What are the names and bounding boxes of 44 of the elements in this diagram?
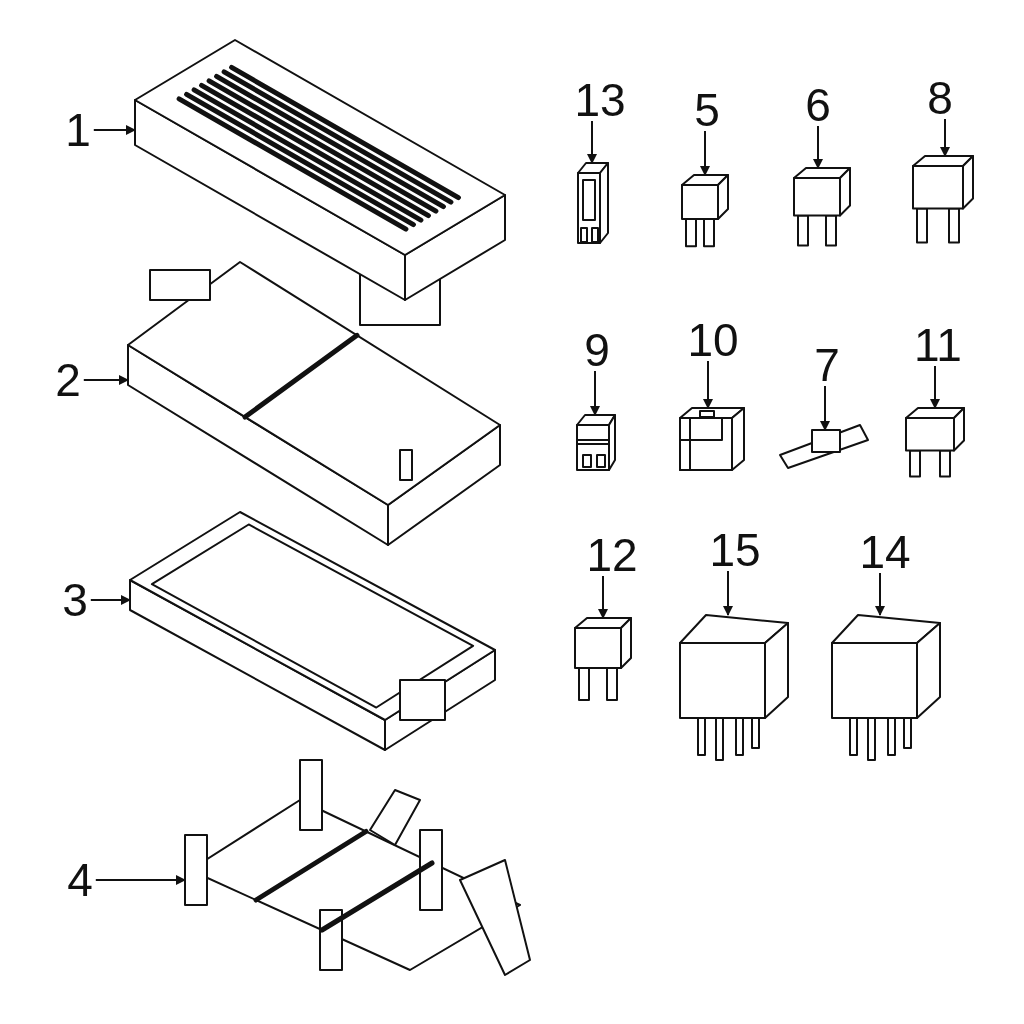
fuse-box-tray-drawing xyxy=(129,511,496,751)
callout-number: 3 xyxy=(62,577,88,623)
leader-arrow xyxy=(587,120,597,164)
callout-number: 14 xyxy=(859,529,911,575)
callout-number: 5 xyxy=(694,87,720,133)
leader-arrow xyxy=(723,570,733,616)
callout-number: 11 xyxy=(914,322,962,368)
fuse-drawing xyxy=(577,162,609,244)
leader-arrow xyxy=(703,360,713,409)
callout-number: 12 xyxy=(586,532,638,578)
callout-number: 10 xyxy=(687,317,739,363)
fuse-drawing xyxy=(679,407,745,471)
leader-arrow xyxy=(89,595,131,605)
callout-number: 13 xyxy=(574,77,626,123)
leader-arrow xyxy=(813,125,823,169)
fuse-drawing xyxy=(793,167,851,247)
leader-arrow xyxy=(94,875,186,885)
leader-arrow xyxy=(598,575,608,619)
relay-drawing xyxy=(831,614,941,761)
callout-number: 8 xyxy=(927,75,953,121)
fuse-drawing xyxy=(574,617,632,701)
fuse-drawing xyxy=(681,174,729,248)
callout-number: 2 xyxy=(55,357,81,403)
fuse-drawing xyxy=(576,414,616,471)
callout-number: 9 xyxy=(584,327,610,373)
leader-arrow xyxy=(820,385,830,431)
leader-arrow xyxy=(590,370,600,416)
leader-arrow xyxy=(930,365,940,409)
callout-number: 15 xyxy=(709,527,761,573)
leader-arrow xyxy=(700,130,710,176)
relay-drawing xyxy=(679,614,789,761)
callout-number: 1 xyxy=(65,107,91,153)
callout-number: 7 xyxy=(814,342,840,388)
leader-arrow xyxy=(92,125,136,135)
callout-number: 6 xyxy=(805,82,831,128)
leader-arrow xyxy=(940,118,950,157)
fuse-drawing xyxy=(912,155,974,244)
mounting-bracket-drawing xyxy=(184,759,531,976)
callout-number: 4 xyxy=(67,857,93,903)
fuse-drawing xyxy=(905,407,965,478)
leader-arrow xyxy=(875,572,885,616)
leader-arrow xyxy=(82,375,129,385)
fuse-box-housing-drawing xyxy=(127,261,501,546)
fuse-link-drawing xyxy=(779,424,869,469)
